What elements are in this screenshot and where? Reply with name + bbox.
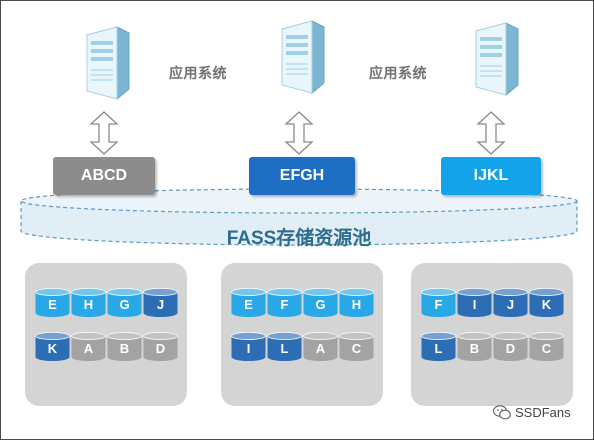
disk-d: D [493,332,528,362]
disk-b: B [107,332,142,362]
disk-c: C [339,332,374,362]
disk-h: H [339,288,374,318]
disk-letter: D [155,341,166,356]
disk-letter: K [47,341,58,356]
disk-e: E [231,288,266,318]
disk-letter: G [315,297,326,312]
storage-pool-cylinder [20,188,578,246]
server-icon [73,25,133,105]
disk-letter: E [48,297,57,312]
server-icon [462,21,522,101]
host-abcd: ABCD [53,157,155,195]
disk-letter: A [315,341,326,356]
pool-label: FASS存储资源池 [226,228,372,249]
disk-letter: J [156,297,165,312]
disk-d: D [143,332,178,362]
host-ijkl: IJKL [441,157,541,195]
disk-letter: C [351,341,362,356]
disk-l: L [421,332,456,362]
disk-i: I [457,288,492,318]
disk-letter: E [244,297,253,312]
disk-b: B [457,332,492,362]
disk-letter: G [119,297,130,312]
server-icon [268,19,328,99]
disk-f: F [267,288,302,318]
disk-a: A [303,332,338,362]
disk-k: K [529,288,564,318]
disk-letter: C [541,341,552,356]
disk-c: C [529,332,564,362]
disk-a: A [71,332,106,362]
disk-f: F [421,288,456,318]
disk-letter: I [472,297,477,312]
disk-letter: F [280,297,289,312]
disk-letter: H [83,297,94,312]
disk-letter: D [505,341,516,356]
app-system-label: 应用系统 [169,66,227,82]
disk-h: H [71,288,106,318]
app-system-label: 应用系统 [369,66,427,82]
watermark-text: SSDFans [515,405,571,420]
disk-i: I [231,332,266,362]
double-arrow-icon [284,111,314,155]
disk-letter: B [469,341,480,356]
disk-j: J [493,288,528,318]
disk-letter: B [119,341,130,356]
disk-g: G [303,288,338,318]
disk-l: L [267,332,302,362]
disk-letter: L [280,341,289,356]
disk-letter: H [351,297,362,312]
disk-letter: I [246,341,251,356]
watermark: SSDFans [493,405,571,420]
disk-j: J [143,288,178,318]
disk-e: E [35,288,70,318]
disk-letter: F [434,297,443,312]
disk-letter: J [506,297,515,312]
disk-letter: K [541,297,552,312]
disk-k: K [35,332,70,362]
double-arrow-icon [89,111,119,155]
double-arrow-icon [476,111,506,155]
host-efgh: EFGH [249,157,355,195]
wechat-icon [493,405,511,420]
disk-letter: L [434,341,443,356]
disk-g: G [107,288,142,318]
disk-letter: A [83,341,94,356]
